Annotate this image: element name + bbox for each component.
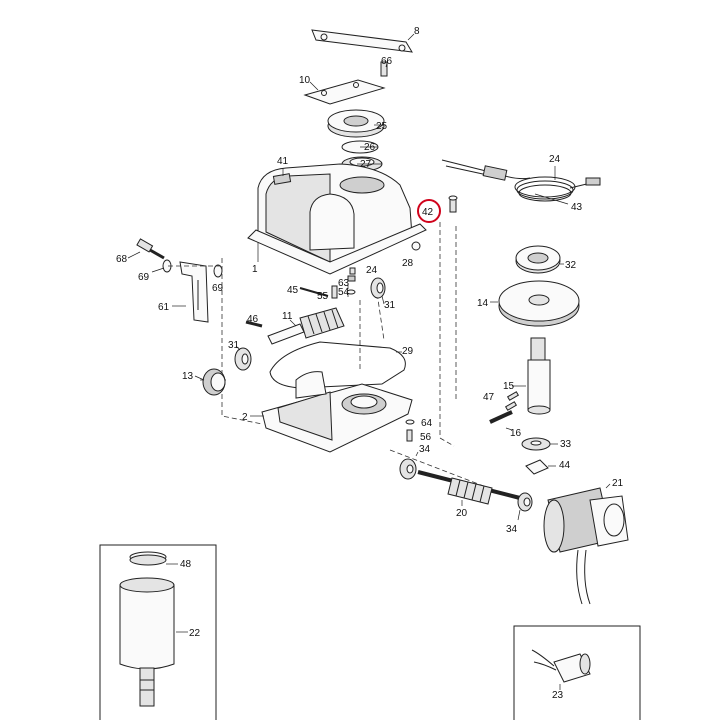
part-24-screw: [349, 267, 356, 275]
part-10-plate: [303, 79, 386, 105]
part-24-cable: [441, 159, 601, 202]
part-29-gasket: [269, 341, 406, 389]
callout-34-right: 34: [506, 524, 518, 535]
callout-32: 32: [565, 260, 577, 271]
part-23-capacitor: [531, 649, 591, 683]
part-56-screw: [406, 429, 413, 442]
part-2-base-housing: [261, 371, 413, 453]
callout-45: 45: [287, 285, 299, 296]
callout-21: 21: [612, 478, 624, 489]
part-34-bearing-right: [517, 492, 533, 512]
callout-24-mid: 24: [366, 265, 378, 276]
callout-14: 14: [477, 298, 489, 309]
callout-63: 63: [338, 278, 350, 289]
callout-69-right: 69: [212, 283, 224, 294]
part-42-screw: [448, 195, 458, 213]
callout-34-left: 34: [419, 444, 431, 455]
part-15-output-shaft: [527, 337, 551, 415]
callout-31-left: 31: [228, 340, 240, 351]
part-33-bearing: [521, 437, 551, 451]
part-20-rotor: [417, 470, 521, 505]
part-32-bearing: [515, 245, 561, 274]
part-66-screw: [380, 61, 388, 77]
part-25-bearing: [327, 109, 385, 138]
part-8-plate: [311, 29, 413, 53]
callout-13: 13: [182, 371, 194, 382]
part-22-motor-capacitor: [119, 577, 175, 707]
callout-26: 26: [364, 142, 376, 153]
callout-56: 56: [420, 432, 432, 443]
callout-44: 44: [559, 460, 571, 471]
callout-47: 47: [483, 392, 495, 403]
callout-55: 55: [317, 291, 329, 302]
part-11-worm-shaft: [267, 307, 345, 345]
part-54-washer: [346, 289, 356, 295]
callout-48: 48: [180, 559, 192, 570]
part-14-spur-gear: [498, 280, 580, 327]
part-68-screw: [136, 238, 165, 260]
callout-29: 29: [402, 346, 414, 357]
callout-1: 1: [252, 264, 258, 275]
part-64-washer: [405, 419, 415, 425]
callout-2: 2: [242, 412, 248, 423]
callout-64: 64: [421, 418, 433, 429]
callout-69-left: 69: [138, 272, 150, 283]
callout-23: 23: [552, 690, 564, 701]
part-28-oring: [411, 241, 421, 251]
callout-54: 54: [338, 287, 350, 298]
part-69-washer-right: [213, 264, 223, 278]
highlight-circle-42: [417, 199, 441, 223]
callout-33: 33: [560, 439, 572, 450]
inset-box-capacitor: [99, 544, 217, 720]
part-55-screw: [331, 285, 338, 299]
callout-27: 27: [360, 159, 372, 170]
part-13-pinion-gear: [202, 368, 226, 396]
callout-22: 22: [189, 628, 201, 639]
callout-20: 20: [456, 508, 468, 519]
callout-11: 11: [282, 311, 293, 322]
callout-68: 68: [116, 254, 128, 265]
part-45-pin: [299, 287, 329, 297]
callout-61: 61: [158, 302, 170, 313]
part-34-bearing-left: [399, 458, 417, 480]
callout-31-right: 31: [384, 300, 396, 311]
part-47-keys: [504, 391, 520, 411]
callout-16: 16: [510, 428, 522, 439]
callout-43: 43: [571, 202, 583, 213]
callout-8: 8: [414, 26, 420, 37]
part-31-bearing-right: [370, 277, 386, 299]
callout-41: 41: [277, 156, 289, 167]
callout-66: 66: [381, 56, 393, 67]
part-61-bracket: [179, 261, 209, 323]
part-46-pin: [245, 320, 263, 328]
inset-box-23: [513, 625, 641, 720]
callout-24-top: 24: [549, 154, 561, 165]
callout-28: 28: [402, 258, 414, 269]
part-44-seal: [525, 459, 549, 475]
callout-25: 25: [376, 121, 388, 132]
part-21-stator: [543, 487, 629, 605]
part-31-bearing-left: [234, 347, 252, 371]
callout-10: 10: [299, 75, 311, 86]
callout-42: 42: [422, 207, 434, 218]
part-48-ring: [129, 551, 167, 566]
part-41-gearbox-housing: [247, 163, 427, 275]
part-16-pin: [489, 410, 513, 424]
callout-15: 15: [503, 381, 515, 392]
callout-46: 46: [247, 314, 259, 325]
part-63-nut: [347, 275, 356, 282]
